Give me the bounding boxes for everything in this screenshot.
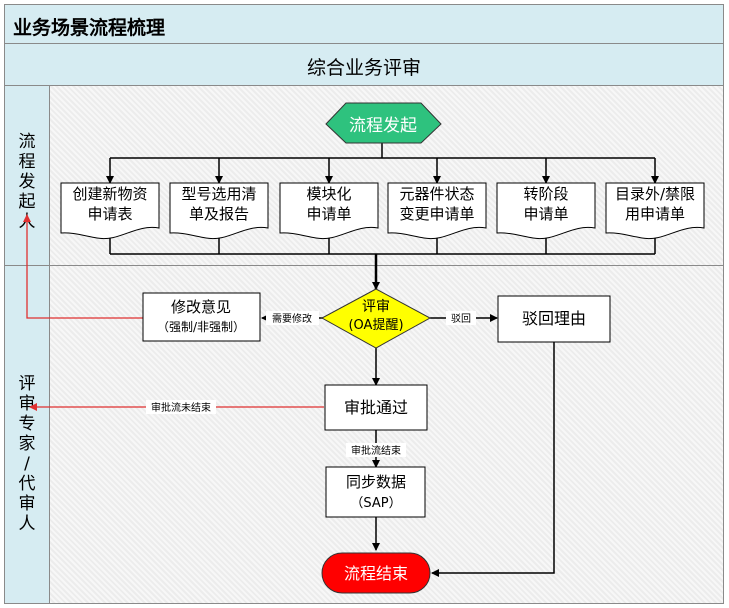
doc-node-6: [605, 182, 705, 240]
doc-node-5: [496, 182, 596, 240]
sync-node: [325, 466, 426, 518]
sync-line-2: （SAP）: [350, 496, 401, 511]
edge-reject-to-end: [431, 342, 555, 577]
lane-reviewer-label: 评审专家/代审人: [18, 374, 36, 534]
lane-initiator-label: 流程发起人: [18, 132, 36, 232]
page-title: 业务场景流程梳理: [13, 17, 166, 39]
doc-5-line-2: 申请单: [523, 205, 568, 223]
sync-line-1: 同步数据: [346, 473, 406, 491]
doc-3-line-1: 模块化: [306, 185, 351, 203]
approval-finished-label: 审批流结束: [351, 444, 401, 457]
reject-edge-label-bg: [446, 311, 476, 325]
doc-4-line-2: 变更申请单: [399, 205, 474, 223]
doc-3-line-2: 申请单: [306, 205, 351, 223]
doc-1-line-1: 创建新物资: [72, 185, 147, 203]
lane-reviewer-header: 评审专家/代审人: [4, 266, 50, 604]
doc-4-line-1: 元器件状态: [399, 185, 474, 203]
title-bar: 业务场景流程梳理: [4, 4, 724, 44]
doc-node-1: [60, 182, 160, 240]
reject-edge-label: 驳回: [451, 313, 471, 325]
start-label: 流程发起: [349, 116, 417, 136]
modify-node: [142, 292, 261, 342]
approval-unfinished-label-bg: [146, 400, 216, 414]
diagram-header-title: 综合业务评审: [306, 57, 421, 79]
reject-node: [497, 295, 611, 343]
review-node: [320, 288, 432, 349]
doc-1-line-2: 申请表: [87, 205, 132, 223]
doc-node-3: [279, 182, 379, 240]
need-modify-label-bg: [266, 311, 319, 325]
reject-label: 驳回理由: [522, 309, 586, 328]
doc-6-line-2: 用申请单: [625, 205, 685, 223]
edge-modify-to-initiator: [23, 214, 143, 319]
modify-line-1: 修改意见: [171, 298, 231, 316]
approval-finished-label-bg: [346, 443, 406, 457]
review-line-2: (OA提醒): [348, 317, 403, 333]
end-node: [321, 552, 431, 594]
review-line-1: 评审: [362, 299, 390, 315]
doc-node-2: [169, 182, 269, 240]
doc-node-4: [387, 182, 487, 240]
approve-node: [324, 384, 428, 431]
diagram-header: 综合业务评审: [4, 44, 724, 86]
need-modify-label: 需要修改: [272, 312, 312, 325]
doc-6-line-1: 目录外/禁限: [615, 185, 695, 203]
doc-nodes: [60, 182, 705, 240]
end-label: 流程结束: [344, 564, 408, 583]
doc-5-line-1: 转阶段: [523, 185, 568, 203]
start-node: [325, 102, 442, 144]
modify-line-2: （强制/非强制）: [157, 320, 245, 334]
approval-unfinished-label: 审批流未结束: [151, 401, 211, 414]
approve-label: 审批通过: [344, 398, 408, 417]
doc-2-line-2: 单及报告: [189, 205, 249, 223]
doc-2-line-1: 型号选用清: [181, 185, 256, 203]
